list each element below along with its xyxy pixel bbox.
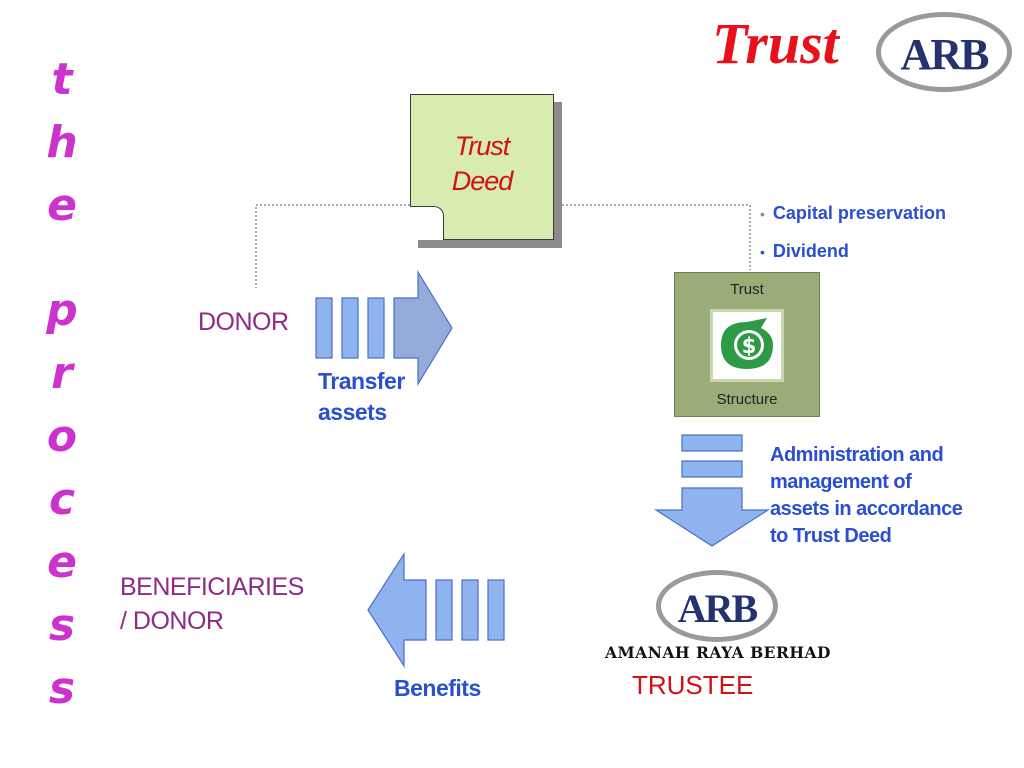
heading-letter: s — [48, 663, 76, 714]
trustee-label: TRUSTEE — [632, 670, 754, 700]
company-name: AMANAH RAYA BERHAD — [605, 643, 831, 662]
deed-to-donor-line — [255, 204, 410, 288]
admin-line: Administration and — [770, 444, 944, 466]
vertical-heading: t h e p r o c e s s — [42, 48, 82, 720]
heading-letter: s — [48, 600, 76, 651]
trustee-logo-initials: ARB — [677, 586, 758, 631]
trust-deed-document: Trust Deed — [410, 94, 554, 240]
transfer-arrow — [315, 269, 453, 387]
dollar-money-icon: $ — [710, 309, 784, 382]
structure-top-label: Trust — [730, 281, 764, 298]
svg-text:$: $ — [742, 334, 757, 358]
admin-line: to Trust Deed — [770, 525, 892, 547]
heading-letter: o — [46, 411, 78, 462]
objective-item: •Dividend — [760, 241, 849, 261]
deed-to-structure-line — [562, 204, 751, 270]
trust-deed-line2: Deed — [451, 166, 514, 196]
beneficiaries-label: BENEFICIARIES / DONOR — [120, 570, 304, 638]
page-title: Trust — [712, 11, 839, 76]
heading-letter: c — [48, 474, 76, 525]
page-fold-corner — [410, 206, 444, 240]
transfer-assets-label: Transfer assets — [318, 366, 405, 428]
trust-structure-box: Trust $ Structure — [674, 272, 820, 417]
structure-bottom-label: Structure — [716, 391, 778, 408]
objective-item: •Capital preservation — [760, 203, 946, 223]
objectives-list: •Capital preservation •Dividend — [760, 203, 946, 279]
transfer-label-line1: Transfer — [318, 368, 405, 394]
donor-label: DONOR — [198, 308, 289, 336]
admin-line: management of — [770, 471, 912, 493]
transfer-label-line2: assets — [318, 399, 387, 425]
beneficiaries-line2: / DONOR — [120, 607, 224, 635]
administration-text: Administration and management of assets … — [770, 442, 1000, 550]
benefits-label: Benefits — [394, 675, 481, 701]
trust-deed-label: Trust Deed — [411, 129, 553, 199]
logo-initials: ARB — [900, 30, 990, 79]
heading-letter: p — [46, 285, 78, 336]
logo-top: ARB — [876, 12, 1012, 92]
heading-letter: e — [47, 180, 77, 231]
benefits-arrow — [367, 551, 505, 669]
heading-letter: h — [46, 117, 78, 168]
heading-letter: e — [47, 537, 77, 588]
trust-deed-line1: Trust — [454, 131, 511, 161]
administration-arrow — [653, 434, 771, 547]
heading-letter: r — [51, 348, 73, 399]
beneficiaries-line1: BENEFICIARIES — [120, 573, 304, 601]
heading-letter: t — [51, 54, 73, 105]
admin-line: assets in accordance — [770, 498, 963, 520]
trustee-logo: ARB — [656, 570, 778, 642]
